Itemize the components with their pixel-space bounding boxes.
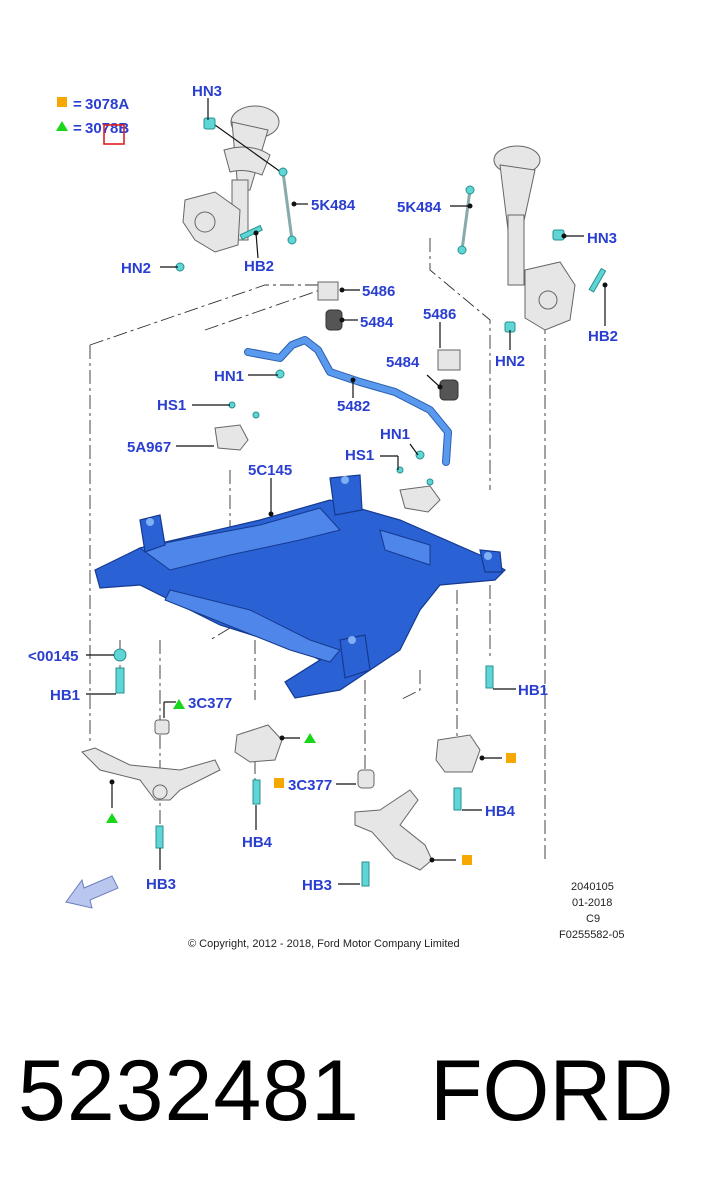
label-hn1-left: HN1 xyxy=(214,368,244,385)
square-marker-icon xyxy=(274,778,284,788)
label-5a967: 5A967 xyxy=(127,439,171,456)
meta-code-4: F0255582-05 xyxy=(559,929,624,941)
label-3c377-right: 3C377 xyxy=(288,777,332,794)
leader-lines xyxy=(86,98,608,885)
diagram-metadata: 2040105 01-2018 C9 F0255582-05 © Copyrig… xyxy=(188,881,624,950)
legend-triangle-code: 3078B xyxy=(85,120,129,137)
meta-code-1: 2040105 xyxy=(571,881,614,893)
legend: = 3078A = 3078B xyxy=(56,96,129,145)
brand-name: FORD xyxy=(430,1043,674,1139)
triangle-marker-icon xyxy=(173,699,185,709)
square-marker-icon xyxy=(57,97,67,107)
label-5k484-right: 5K484 xyxy=(397,199,442,216)
left-strut-assembly xyxy=(175,105,297,272)
svg-text:=: = xyxy=(73,120,82,137)
label-hn3-left: HN3 xyxy=(192,83,222,100)
label-hb1-left: HB1 xyxy=(50,687,80,704)
label-hb2-left: HB2 xyxy=(244,258,274,275)
square-marker-icon xyxy=(506,753,516,763)
highlight-box xyxy=(103,124,125,145)
label-hn3-right: HN3 xyxy=(587,230,617,247)
label-5c145: 5C145 xyxy=(248,462,292,479)
part-labels: HN3 5K484 HN2 HB2 5486 5484 HN1 5482 HS1… xyxy=(28,83,618,894)
label-5482: 5482 xyxy=(337,398,370,415)
label-hs1-right: HS1 xyxy=(345,447,374,464)
label-hb3-left: HB3 xyxy=(146,876,176,893)
label-hb4-right: HB4 xyxy=(485,803,516,820)
triangle-marker-icon xyxy=(304,733,316,743)
triangle-marker-icon xyxy=(106,813,118,823)
legend-square-code: 3078A xyxy=(85,96,129,113)
meta-code-3: C9 xyxy=(586,913,600,925)
lower-arms xyxy=(81,719,481,871)
parts-diagram: = 3078A = 3078B xyxy=(28,83,624,950)
stabilizer-bar xyxy=(244,281,461,466)
label-hb1-right: HB1 xyxy=(518,682,548,699)
brackets xyxy=(214,401,441,513)
copyright: © Copyright, 2012 - 2018, Ford Motor Com… xyxy=(188,938,460,950)
label-00145: <00145 xyxy=(28,648,78,665)
meta-code-2: 01-2018 xyxy=(572,897,612,909)
subframe xyxy=(94,474,506,699)
label-5486-left: 5486 xyxy=(362,283,395,300)
part-number: 5232481 xyxy=(18,1043,360,1139)
label-hb2-right: HB2 xyxy=(588,328,618,345)
fasteners xyxy=(113,648,494,887)
label-5486-right: 5486 xyxy=(423,306,456,323)
triangle-marker-icon xyxy=(56,121,68,131)
label-hn2-right: HN2 xyxy=(495,353,525,370)
svg-text:=: = xyxy=(73,96,82,113)
label-hb3-right: HB3 xyxy=(302,877,332,894)
label-3c377-left: 3C377 xyxy=(188,695,232,712)
right-strut-assembly xyxy=(457,145,607,333)
label-hs1-left: HS1 xyxy=(157,397,186,414)
label-5484-right: 5484 xyxy=(386,354,420,371)
label-5k484-left: 5K484 xyxy=(311,197,356,214)
arrow-icon xyxy=(65,875,119,909)
label-hn2-left: HN2 xyxy=(121,260,151,277)
label-5484-left: 5484 xyxy=(360,314,394,331)
label-hn1-right: HN1 xyxy=(380,426,410,443)
square-marker-icon xyxy=(462,855,472,865)
label-hb4-left: HB4 xyxy=(242,834,273,851)
